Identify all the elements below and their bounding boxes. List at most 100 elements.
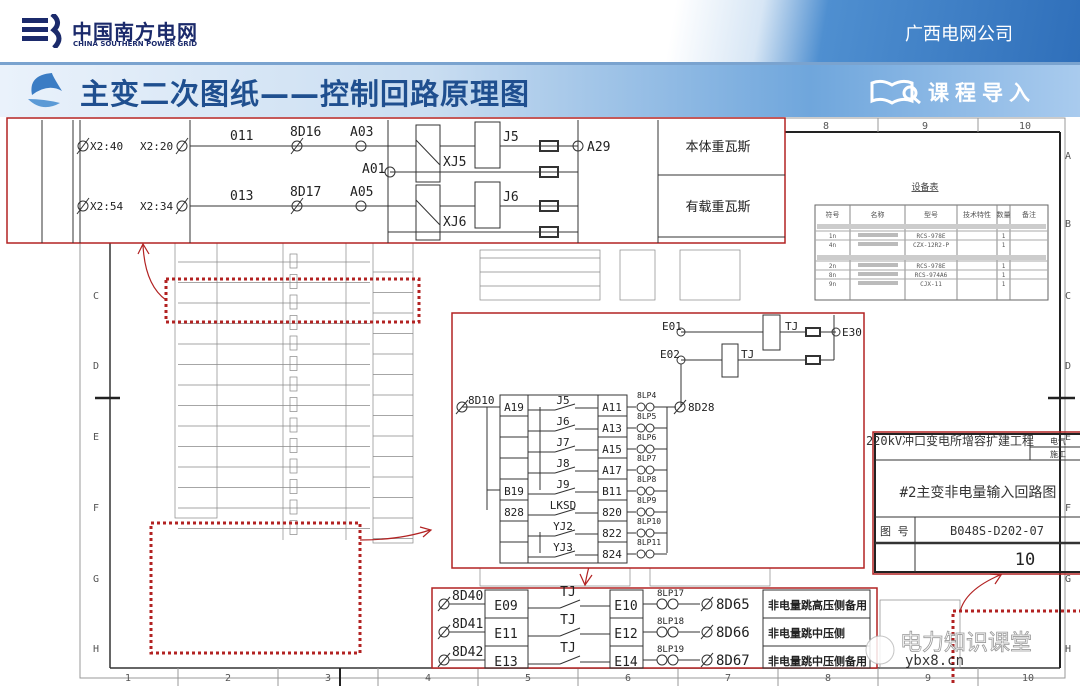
terminal-label: 8D67	[716, 653, 750, 669]
watermark: 电力知识课堂 ybx8.cn	[865, 631, 1032, 669]
relay-coil	[289, 438, 298, 453]
signal-label: 本体重瓦斯	[685, 139, 750, 155]
swirl-logo-icon	[28, 73, 62, 108]
table-cell: CZX-12R2-P	[913, 242, 950, 249]
page-title: 主变二次图纸——控制回路原理图	[80, 77, 531, 111]
relay-coil	[289, 274, 298, 289]
table-cell-name	[858, 272, 898, 276]
wire-label: 011	[230, 129, 253, 144]
relay-coil	[289, 376, 298, 392]
node-label: E02	[660, 348, 680, 361]
table-header: 名称	[871, 210, 885, 219]
column-label: 10	[1022, 673, 1034, 684]
relay-coil	[289, 479, 298, 494]
table-frame	[814, 204, 1049, 301]
circuit-block	[649, 567, 771, 587]
column-label: 1	[125, 673, 131, 684]
table-cell-name	[858, 263, 898, 267]
callout-top: X2:40 X2:20 X2:54 X2:34 011 8D16 A03 XJ5…	[6, 117, 786, 244]
section-label: 课程导入	[928, 81, 1036, 105]
discipline-2: 施工	[1050, 449, 1066, 459]
contact-switch	[559, 627, 581, 637]
plate-label: 8LP5	[637, 412, 656, 421]
terminal-label: 8D10	[468, 394, 495, 407]
plate-label: 8LP11	[637, 538, 661, 547]
table-cell: 1n	[829, 233, 837, 240]
equipment-table-title: 设备表	[911, 181, 938, 193]
column-label: 10	[1019, 121, 1031, 132]
drawing-number: B048S-D202-07	[950, 524, 1044, 538]
contact-label: J8	[556, 457, 569, 470]
contact-switch	[554, 508, 576, 516]
plate-label: 8LP18	[657, 617, 684, 627]
terminal-label: E14	[614, 655, 638, 670]
row-label: D	[1065, 361, 1071, 372]
table-cell: 2n	[829, 263, 837, 270]
terminal-label: A17	[602, 464, 622, 477]
terminal-label: A19	[504, 401, 524, 414]
contact-label: TJ	[560, 613, 576, 628]
company-name: 广西电网公司	[905, 24, 1013, 45]
table-cell: RCS-974A6	[915, 272, 948, 279]
column-label: 2	[225, 673, 231, 684]
row-label: E	[1065, 432, 1071, 443]
relay-label: TJ	[785, 320, 798, 333]
plate-connector	[656, 598, 668, 610]
terminal-label: E10	[614, 599, 637, 614]
signal-label-column	[372, 242, 414, 544]
table-cell-name	[858, 281, 898, 285]
highlight-gas-rows	[164, 277, 421, 324]
row-label: F	[1065, 503, 1071, 514]
relay-coil	[289, 356, 298, 371]
title-bar: 主变二次图纸——控制回路原理图 课程导入	[0, 62, 1080, 117]
column-label: 7	[725, 673, 731, 684]
terminal-label: 8D41	[452, 617, 483, 632]
circuit-block	[679, 249, 741, 301]
plate-label: 8LP10	[637, 517, 661, 526]
terminal-label: B19	[504, 485, 524, 498]
plate-connector	[636, 507, 646, 517]
row-label: H	[93, 644, 99, 655]
drawing-number-label: 图 号	[880, 525, 909, 538]
csg-logo-icon	[22, 14, 62, 48]
contact-switch	[554, 445, 576, 453]
header: 中国南方电网 CHINA SOUTHERN POWER GRID 广西电网公司	[0, 0, 1080, 62]
terminal-label: E09	[494, 599, 517, 614]
column-label: 8	[823, 121, 829, 132]
terminal-label: X2:54	[90, 200, 123, 213]
row-label: E	[93, 432, 99, 443]
group-row	[817, 255, 1046, 260]
plate-label: 8LP19	[657, 645, 684, 655]
project-name: 220kV冲口变电所增容扩建工程	[866, 433, 1034, 448]
watermark-text: 电力知识课堂	[900, 631, 1032, 656]
row-label: H	[1065, 644, 1071, 655]
contact-switch	[554, 424, 576, 432]
row-label: F	[93, 503, 99, 514]
coil-label: XJ5	[443, 155, 466, 170]
row-label: C	[93, 291, 99, 302]
node-label: E01	[662, 320, 682, 333]
table-cell-name	[858, 233, 898, 237]
highlight-trip-logic	[149, 521, 362, 655]
circuit-block	[479, 567, 631, 587]
terminal-label: 8D17	[290, 185, 321, 200]
column-label: 8	[825, 673, 831, 684]
table-cell: 8n	[829, 272, 837, 279]
table-cell: 1	[1002, 281, 1006, 288]
contact-label: TJ	[560, 585, 576, 600]
plate-label: 8LP9	[637, 496, 656, 505]
table-header: 符号	[826, 210, 840, 219]
contact-switch	[554, 487, 576, 495]
table-header: 数量	[997, 210, 1011, 219]
terminal-label: 8D16	[290, 125, 321, 140]
signal-label: 有载重瓦斯	[685, 199, 750, 215]
sheet-number: 10	[1015, 550, 1035, 570]
plate-connector	[636, 465, 646, 475]
terminal-label: 8D65	[716, 597, 750, 613]
watermark-site: ybx8.cn	[905, 653, 964, 669]
terminal-label: 824	[602, 548, 622, 561]
terminal-label: A13	[602, 422, 622, 435]
signal-label: 非电量跳高压侧备用	[768, 598, 867, 612]
